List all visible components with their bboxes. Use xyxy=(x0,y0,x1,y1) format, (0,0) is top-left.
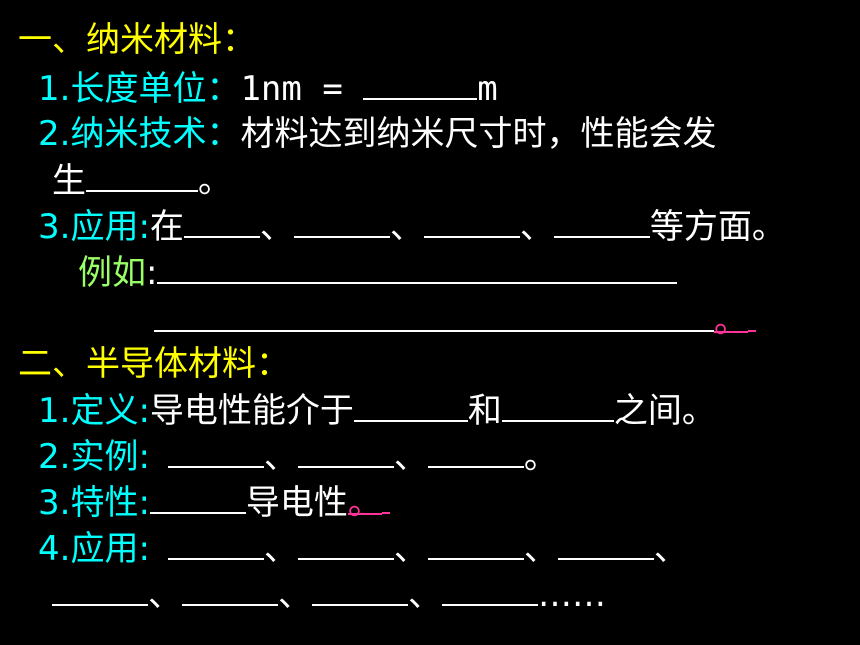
blank-example-material-2[interactable] xyxy=(297,436,394,468)
section2-item2: 2.实例: 、 、 。 xyxy=(38,436,558,477)
item-label-nano-tech: 2.纳米技术： xyxy=(38,114,241,154)
section1-heading: 一、纳米材料： xyxy=(18,20,256,60)
example-colon: : xyxy=(146,253,158,293)
label-colon: : xyxy=(138,483,150,523)
section2-heading: 二、半导体材料： xyxy=(18,344,290,384)
separator: 、 xyxy=(393,529,428,569)
blank-example-material-3[interactable] xyxy=(427,436,524,468)
label-colon: : xyxy=(138,207,150,247)
separator: 、 xyxy=(148,575,182,615)
section1-item2-cont: 生。 xyxy=(52,160,232,201)
item-label-definition: 1.定义 xyxy=(38,391,139,431)
section2-item3: 3.特性: 导电性。 xyxy=(38,482,390,523)
ellipsis: …… xyxy=(538,575,606,615)
item-label-application: 3.应用 xyxy=(38,207,139,247)
blank-conductor[interactable] xyxy=(353,390,468,422)
nano-tech-cont: 生 xyxy=(52,161,86,201)
separator: 、 xyxy=(278,575,312,615)
blank-insulator[interactable] xyxy=(501,390,614,422)
nano-tech-end: 。 xyxy=(198,161,232,201)
section1-item2: 2.纳米技术：材料达到纳米尺寸时，性能会发 xyxy=(38,114,716,154)
definition-post: 之间。 xyxy=(613,391,716,431)
separator: 、 xyxy=(519,207,554,247)
section1-item3: 3.应用:在 、 、 、 等方面。 xyxy=(38,206,786,247)
nano-tech-text: 材料达到纳米尺寸时，性能会发 xyxy=(240,114,717,154)
section2-item4-cont: 、 、 、 …… xyxy=(52,574,606,615)
application-pre: 在 xyxy=(149,207,184,247)
separator: 、 xyxy=(263,437,298,477)
separator: 、 xyxy=(408,575,442,615)
item-label-length-unit: 1.长度单位： xyxy=(38,69,241,109)
separator: 、 xyxy=(393,437,428,477)
unit-meter: m xyxy=(477,69,498,109)
section1-example: 例如: xyxy=(78,252,678,293)
blank-application-2[interactable] xyxy=(293,206,390,238)
blank-application-4[interactable] xyxy=(553,206,650,238)
separator: 、 xyxy=(523,529,558,569)
blank-application-3[interactable] xyxy=(423,206,520,238)
property-post: 导电性 xyxy=(245,483,348,523)
blank-nm-value[interactable] xyxy=(363,68,478,100)
example-label: 例如 xyxy=(78,253,146,293)
separator: 、 xyxy=(259,207,294,247)
blank-example-1[interactable] xyxy=(157,252,678,284)
separator: 、 xyxy=(653,529,688,569)
separator: 、 xyxy=(389,207,424,247)
definition-pre: 导电性能介于 xyxy=(149,391,354,431)
blank-application-1[interactable] xyxy=(183,206,260,238)
section1-item1: 1.长度单位：1nm = m xyxy=(38,68,498,109)
section2-item4: 4.应用: 、 、 、 、 xyxy=(38,528,688,569)
example-period-underline xyxy=(748,300,756,332)
property-period-underline xyxy=(381,482,390,514)
item-label-examples: 2.实例 xyxy=(38,437,139,477)
blank-semi-app-4[interactable] xyxy=(557,528,654,560)
blank-semi-app-6[interactable] xyxy=(182,574,278,606)
blank-semi-app-8[interactable] xyxy=(442,574,538,606)
blank-semi-app-5[interactable] xyxy=(52,574,148,606)
section1-example-cont: 。 xyxy=(154,300,756,341)
blank-property[interactable] xyxy=(149,482,246,514)
label-colon: : xyxy=(138,529,150,569)
property-period: 。 xyxy=(347,483,382,523)
nm-equation: 1nm = xyxy=(240,69,364,109)
label-colon: : xyxy=(138,437,150,477)
blank-example-2[interactable] xyxy=(154,300,714,332)
section2-item1: 1.定义:导电性能介于 和 之间。 xyxy=(38,390,716,431)
label-colon: : xyxy=(138,391,150,431)
item-label-semi-application: 4.应用 xyxy=(38,529,139,569)
blank-semi-app-7[interactable] xyxy=(312,574,408,606)
separator: 、 xyxy=(263,529,298,569)
blank-semi-app-3[interactable] xyxy=(427,528,524,560)
examples-end: 。 xyxy=(523,437,558,477)
definition-mid: 和 xyxy=(467,391,502,431)
blank-semi-app-1[interactable] xyxy=(167,528,264,560)
blank-example-material-1[interactable] xyxy=(167,436,264,468)
example-period: 。 xyxy=(714,301,748,341)
application-post: 等方面。 xyxy=(649,207,786,247)
blank-semi-app-2[interactable] xyxy=(297,528,394,560)
item-label-property: 3.特性 xyxy=(38,483,139,523)
blank-nano-property[interactable] xyxy=(86,160,198,192)
